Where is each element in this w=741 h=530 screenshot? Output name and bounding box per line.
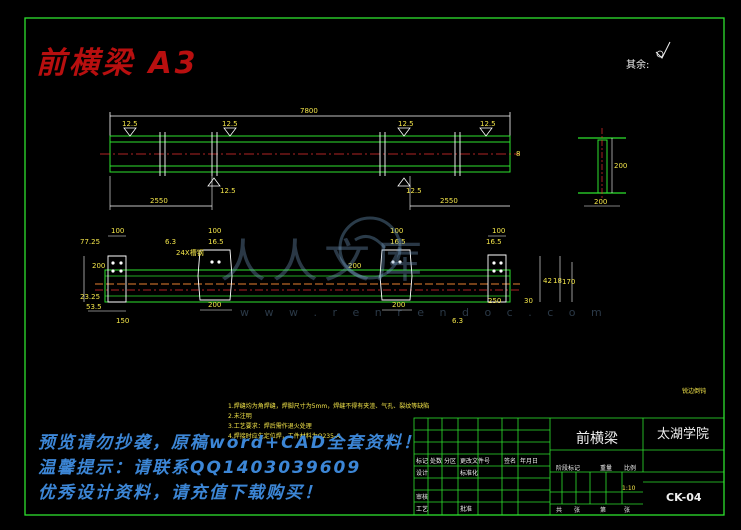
tb-sheet-total: 共 <box>556 506 562 514</box>
plan-view <box>83 235 573 312</box>
title-block <box>413 417 725 516</box>
dim-63: 6.3 <box>165 238 176 246</box>
dim-200-a: 200 <box>208 301 221 309</box>
roughness-4: 12.5 <box>480 120 496 128</box>
small-note: 锐边倒钝 <box>682 387 706 395</box>
roughness-symbol-icon <box>655 41 671 59</box>
tb-sheet-no: 第 <box>600 506 606 514</box>
tb-row-design: 设计 <box>416 469 428 477</box>
roughness-3: 12.5 <box>398 120 414 128</box>
dim-165-c: 16.5 <box>486 238 502 246</box>
side-view <box>578 128 626 207</box>
title-block-drawing-no: CK-04 <box>666 491 702 504</box>
roughness-circle-icon <box>656 50 664 58</box>
dim-overall-length: 7800 <box>300 107 318 115</box>
dim-250: 250 <box>488 297 501 305</box>
watermark-line-3: 优秀设计资料，请充值下载购买！ <box>38 483 323 503</box>
title-block-part-name: 前横梁 <box>576 430 618 447</box>
dim-535: 53.5 <box>86 303 102 311</box>
dim-30: 30 <box>524 297 533 305</box>
dim-200-b: 200 <box>392 301 405 309</box>
tb-header-6: 年月日 <box>520 457 538 465</box>
drawing-border <box>24 17 725 516</box>
note-1: 1.焊缝均为角焊缝，焊脚尺寸为5mm，焊缝不得有夹渣、气孔、裂纹等缺陷 <box>228 402 429 410</box>
tb-sheet-unit-1: 张 <box>574 506 580 514</box>
watermark-line-2: 温馨提示：请联系QQ1403039609 <box>38 458 362 478</box>
note-3: 3.工艺要求：焊后需作退火处理 <box>228 422 312 430</box>
roughness-6: 12.5 <box>406 187 422 195</box>
dim-18: 18 <box>553 277 562 285</box>
dim-right-span: 2550 <box>440 197 458 205</box>
dim-profile-height: 200 <box>614 162 627 170</box>
dim-2325: 23.25 <box>80 293 100 301</box>
roughness-label: 其余: <box>626 60 650 71</box>
watermark-logo-icon <box>338 216 402 280</box>
tb-header-2: 处数 <box>430 457 442 465</box>
title-block-scale: 1:10 <box>622 485 636 492</box>
roughness-5: 12.5 <box>220 187 236 195</box>
watermark-brand: 人人文库 <box>220 234 428 288</box>
watermark-url: w w w . r e n r e n d o c . c o m <box>240 306 608 319</box>
tb-row-review: 审核 <box>416 493 428 501</box>
tb-row-standard: 标准化 <box>460 469 478 477</box>
tb-weight: 重量 <box>600 464 612 472</box>
note-2: 2.未注明 <box>228 412 252 420</box>
tb-header-4: 更改文件号 <box>460 457 490 465</box>
front-view <box>100 112 520 210</box>
tb-header-5: 签名 <box>504 457 516 465</box>
dim-channel: 24X槽钢 <box>176 248 204 257</box>
tb-header-3: 分区 <box>444 457 456 465</box>
dim-7725: 77.25 <box>80 238 100 246</box>
dim-200-d: 200 <box>348 262 361 270</box>
dim-42: 42 <box>543 277 552 285</box>
dim-100-c: 100 <box>390 227 403 235</box>
drawing-title: 前横梁 A3 <box>36 46 199 81</box>
dim-100-b: 100 <box>208 227 221 235</box>
watermark-line-1: 预览请勿抄袭，原稿word+CAD全套资料！ <box>38 433 422 453</box>
dim-150: 150 <box>116 317 129 325</box>
title-block-school: 太湖学院 <box>657 426 709 442</box>
dim-left-span: 2550 <box>150 197 168 205</box>
note-4: 4.焊接时应先定位焊，工件材料为Q235-A <box>228 432 341 440</box>
tb-sheet-unit-2: 张 <box>624 506 630 514</box>
dim-8: 8 <box>516 150 520 158</box>
dim-170: 170 <box>562 278 575 286</box>
dim-profile-width: 200 <box>594 198 607 206</box>
dim-200-c: 200 <box>92 262 105 270</box>
dim-165-a: 16.5 <box>208 238 224 246</box>
dim-63-b: 6.3 <box>452 317 463 325</box>
tb-row-process: 工艺 <box>416 505 428 513</box>
tb-stage-mark: 阶段标记 <box>556 464 580 472</box>
roughness-1: 12.5 <box>122 120 138 128</box>
tb-header-1: 标记 <box>416 457 428 465</box>
dim-100-a: 100 <box>111 227 124 235</box>
dim-100-d: 100 <box>492 227 505 235</box>
roughness-2: 12.5 <box>222 120 238 128</box>
tb-row-approve: 批准 <box>460 505 472 513</box>
tb-ratio: 比例 <box>624 464 636 472</box>
dim-165-b: 16.5 <box>390 238 406 246</box>
